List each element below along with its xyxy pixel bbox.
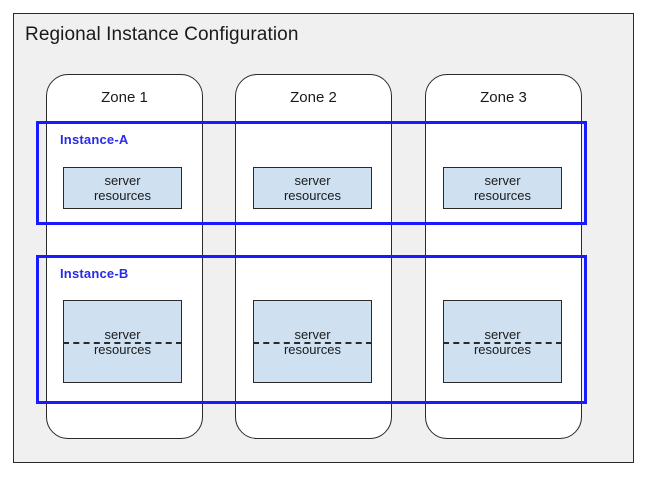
server-resources-text-a1: server resources: [64, 173, 181, 203]
page-title: Regional Instance Configuration: [25, 24, 299, 45]
instance-label-a: Instance-A: [60, 132, 129, 147]
server-resources-line1-b2: server: [294, 326, 331, 342]
server-resources-box-b1[interactable]: server resources: [63, 300, 182, 383]
server-resources-line1-a2: server: [294, 173, 331, 188]
server-resources-line2-a1: resources: [93, 188, 152, 203]
server-resources-box-a2[interactable]: server resources: [253, 167, 372, 209]
zone-label-2: Zone 2: [290, 89, 337, 106]
server-resources-line1-a3: server: [484, 173, 521, 188]
server-resources-line2-a2: resources: [283, 188, 342, 203]
server-resources-line2-a3: resources: [473, 188, 532, 203]
instance-label-b: Instance-B: [60, 266, 129, 281]
resource-split-divider-b1: [63, 341, 182, 344]
server-resources-text-a3: server resources: [444, 173, 561, 203]
zone-label-1: Zone 1: [101, 89, 148, 106]
server-resources-box-a3[interactable]: server resources: [443, 167, 562, 209]
server-resources-line1-b1: server: [104, 326, 141, 342]
server-resources-text-a2: server resources: [254, 173, 371, 203]
server-resources-line2-b2: resources: [283, 341, 342, 357]
regional-configuration-container: Regional Instance Configuration Zone 1 Z…: [13, 13, 634, 463]
server-resources-line1-a1: server: [104, 173, 141, 188]
server-resources-line2-b1: resources: [93, 341, 152, 357]
resource-split-divider-b2: [253, 341, 372, 344]
server-resources-line2-b3: resources: [473, 341, 532, 357]
server-resources-box-a1[interactable]: server resources: [63, 167, 182, 209]
server-resources-text-b3: server resources: [444, 327, 561, 357]
server-resources-box-b3[interactable]: server resources: [443, 300, 562, 383]
server-resources-text-b1: server resources: [64, 327, 181, 357]
server-resources-line1-b3: server: [484, 326, 521, 342]
server-resources-box-b2[interactable]: server resources: [253, 300, 372, 383]
instance-band-b[interactable]: Instance-B: [36, 255, 587, 404]
server-resources-text-b2: server resources: [254, 327, 371, 357]
instance-band-a[interactable]: Instance-A: [36, 121, 587, 225]
resource-split-divider-b3: [443, 341, 562, 344]
zone-label-3: Zone 3: [480, 89, 527, 106]
